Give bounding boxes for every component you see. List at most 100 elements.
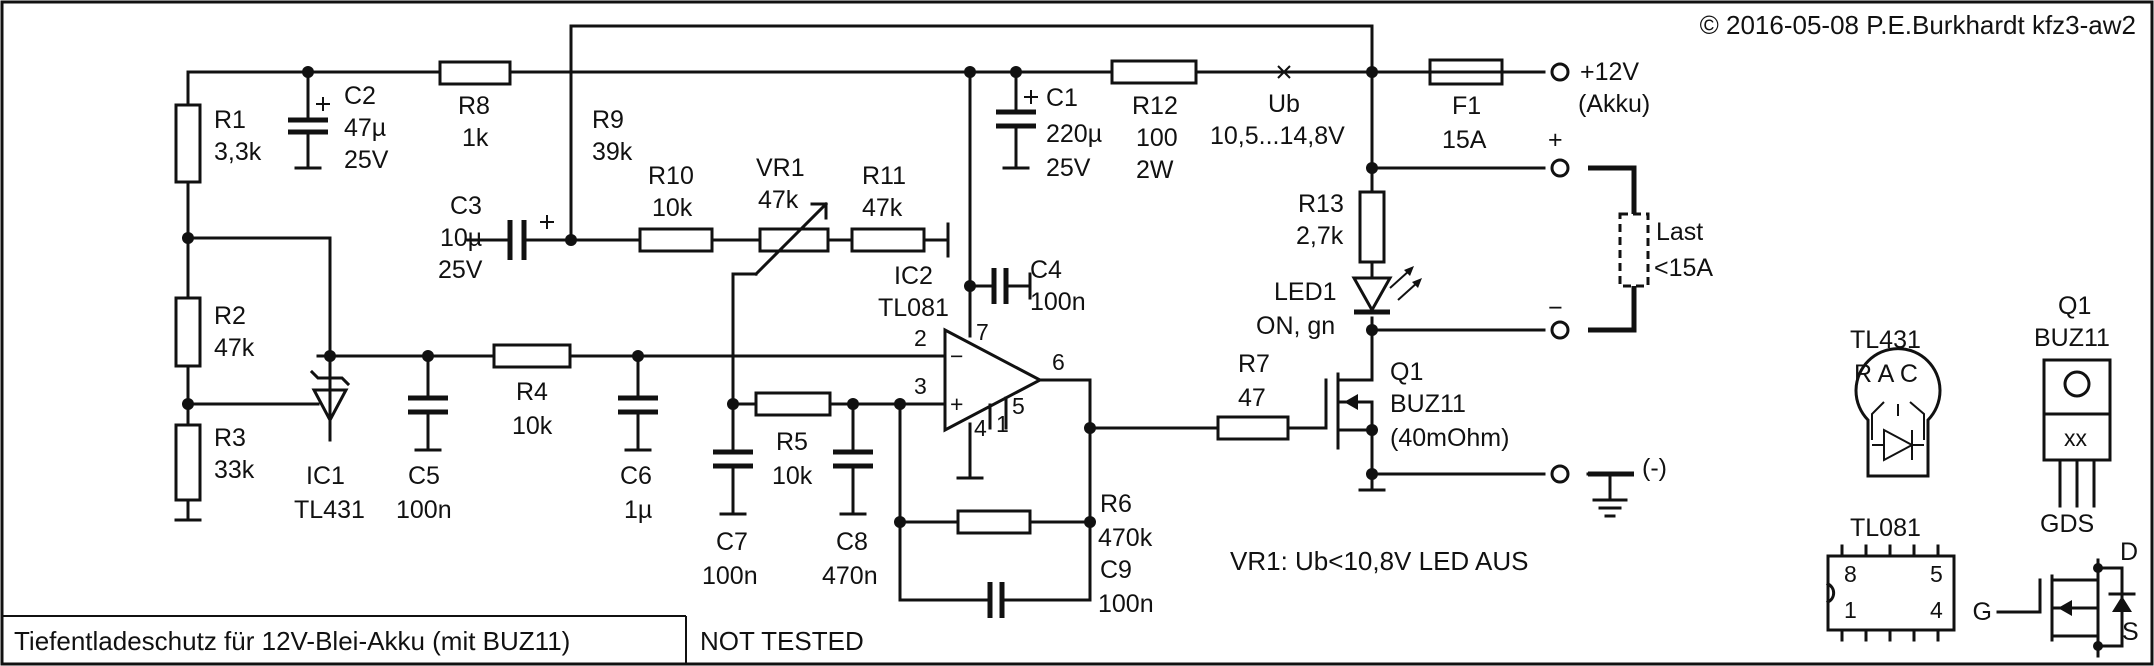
q1-rating: (40mOhm) [1390,424,1509,452]
c5-value: 100n [396,496,452,524]
resistor-r10 [638,227,714,253]
load-current-label: <15A [1654,254,1713,282]
led1-value: ON, gn [1256,312,1335,340]
r5-name: R5 [776,428,808,456]
r12-name: R12 [1132,92,1178,120]
c6-name: C6 [620,462,652,490]
r3-value: 33k [214,456,255,484]
opamp-pin-4: 4 [974,415,987,441]
resistors [174,59,1386,535]
zener-ic1-tl431 [309,369,351,424]
opamp-pin-6: 6 [1052,349,1065,375]
c3-value: 10µ [440,224,482,252]
ic1-name: IC1 [306,462,345,490]
legend-tl081-pin1: 1 [1844,597,1857,623]
r4-name: R4 [516,378,548,406]
r7-value: 47 [1238,384,1266,412]
vr1-name: VR1 [756,154,805,182]
mosfet-q1 [1324,370,1374,450]
capacitor-c6 [618,395,658,415]
c1-rating: 25V [1046,154,1091,182]
resistor-r2 [174,296,202,368]
capacitor-c9 [987,582,1005,618]
capacitor-c2 [288,97,330,135]
c5-name: C5 [408,462,440,490]
ub-measurement-point [1277,65,1291,79]
opamp-ic2 [943,327,1044,433]
ic2-name: IC2 [894,262,933,290]
legend-tl431-pins: R A C [1854,360,1918,388]
r1-name: R1 [214,106,246,134]
r10-value: 10k [652,194,693,222]
legend-mos-g: G [1973,598,1992,626]
led1 [1351,266,1422,315]
resistor-r1 [174,103,202,184]
c9-value: 100n [1098,590,1154,618]
resistor-r13 [1358,190,1386,264]
legend-buz-pins: GDS [2040,510,2094,538]
legend-mosfet-symbol [1996,558,2136,658]
resistor-r12 [1110,59,1198,85]
terminal-plus12 [1550,62,1570,82]
opamp-plus-sign: + [950,391,963,417]
c2-value: 47µ [344,114,386,142]
c6-value: 1µ [624,496,652,524]
c3-name: C3 [450,192,482,220]
c2-name: C2 [344,82,376,110]
terminal-load-plus [1550,158,1570,178]
c2-rating: 25V [344,146,389,174]
legend-tl081-package [1825,544,1956,642]
r8-name: R8 [458,92,490,120]
c8-value: 470n [822,562,878,590]
f1-name: F1 [1452,92,1481,120]
opamp-pin-7: 7 [976,319,989,345]
capacitor-c8 [833,449,873,469]
r6-name: R6 [1100,490,1132,518]
capacitor-c7 [713,449,753,469]
r10-name: R10 [648,162,694,190]
r12-rating: 2W [1136,156,1174,184]
r6-value: 470k [1098,524,1153,552]
resistor-r7 [1216,415,1290,441]
legend-buz-title-b: BUZ11 [2034,324,2110,352]
r3-name: R3 [214,424,246,452]
vr1-value: 47k [758,186,799,214]
legend-tl081-pin4: 4 [1930,597,1943,623]
opamp-minus-sign: − [950,343,963,369]
capacitor-c3 [488,215,573,260]
capacitor-c5 [408,395,448,415]
r5-value: 10k [772,462,813,490]
resistor-r4 [492,343,572,369]
legend-buz11-package [2042,358,2112,508]
r12-value: 100 [1136,124,1178,152]
ub-label: Ub [1268,90,1300,118]
capacitors [288,90,1038,618]
opamp-pin-5: 5 [1012,393,1025,419]
c7-value: 100n [702,562,758,590]
r11-value: 47k [862,194,903,222]
c3-rating: 25V [438,256,483,284]
r9-value: 39k [592,138,633,166]
resistor-r8 [438,60,512,86]
r4-value: 10k [512,412,553,440]
ub-range-label: 10,5...14,8V [1210,122,1345,150]
resistor-r6 [956,509,1032,535]
opamp-pin-1: 1 [996,411,1009,437]
c1-value: 220µ [1046,120,1102,148]
r7-name: R7 [1238,350,1270,378]
fuse-f1 [1428,58,1504,86]
title-text: Tiefentladeschutz für 12V-Blei-Akku (mit… [14,626,570,656]
load-label: Last [1656,218,1703,246]
r11-name: R11 [862,162,906,190]
c7-name: C7 [716,528,748,556]
r9-name: R9 [592,106,624,134]
legend-buz-title-a: Q1 [2058,292,2091,320]
copyright-text: © 2016-05-08 P.E.Burkhardt kfz3-aw2 [1700,10,2136,40]
f1-value: 15A [1442,126,1487,154]
potentiometer-vr1 [753,201,830,277]
led1-name: LED1 [1274,278,1337,306]
legend-tl081-pin5: 5 [1930,561,1943,587]
legend-mos-s: S [2122,618,2139,646]
c1-name: C1 [1046,84,1078,112]
